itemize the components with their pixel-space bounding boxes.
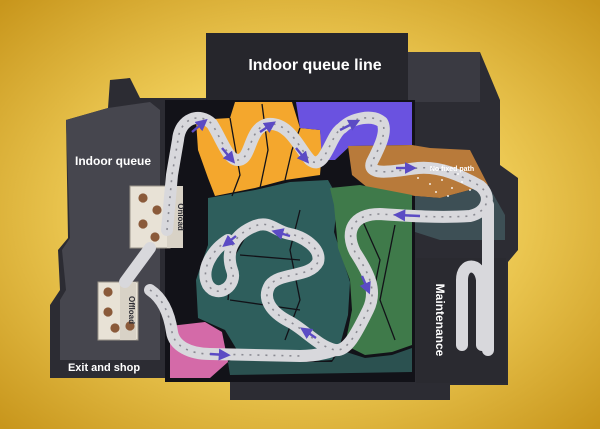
seat-dot-icon [110, 323, 120, 333]
no-fixed-path-speckle [417, 173, 471, 197]
arrow-icon [191, 118, 208, 133]
offload-seats [103, 287, 135, 333]
track-dots [149, 116, 488, 357]
zone-teal-lower [228, 348, 412, 375]
seat-dot-icon [138, 193, 148, 203]
arrow-icon [209, 348, 231, 361]
seat-dot-icon [125, 321, 135, 331]
zone-orange [196, 102, 322, 196]
exit-and-shop-label: Exit and shop [68, 362, 140, 374]
seat-dot-icon [150, 232, 160, 242]
indoor-queue-label: Indoor queue [75, 154, 151, 168]
zone-teal [196, 180, 350, 362]
onload-seats [138, 193, 162, 242]
arrow-icon [393, 209, 421, 222]
offload-label: Offload [127, 296, 136, 324]
no-fixed-path-label: No fixed path [430, 166, 474, 173]
seat-dot-icon [138, 219, 148, 229]
maintenance-label: Maintenance [433, 284, 447, 357]
arrow-icon [295, 147, 310, 164]
onload-label: Onload [176, 203, 185, 231]
seat-dot-icon [103, 307, 113, 317]
arrow-icon [339, 119, 361, 132]
arrow-icon [271, 228, 291, 240]
roof-block [408, 52, 480, 102]
arrow-icon [259, 121, 276, 133]
arrow-icon [222, 234, 237, 247]
arrow-icon [221, 147, 236, 164]
arrow-icon [300, 327, 317, 339]
seat-dot-icon [103, 287, 113, 297]
arrow-icon [359, 275, 371, 295]
indoor-queue-line-label: Indoor queue line [248, 57, 381, 74]
direction-arrows [191, 118, 421, 361]
seat-dot-icon [152, 205, 162, 215]
roof-block-top [206, 33, 408, 103]
